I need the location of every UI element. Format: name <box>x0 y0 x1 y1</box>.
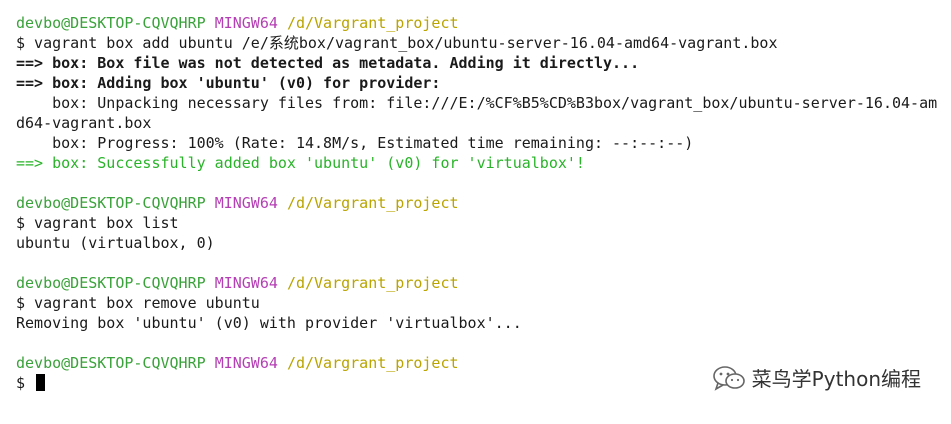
input-line[interactable]: $ <box>16 373 941 393</box>
prompt-app: MINGW64 <box>214 14 278 32</box>
prompt-user: devbo@DESKTOP-CQVQHRP <box>16 194 206 212</box>
prompt-line: devbo@DESKTOP-CQVQHRP MINGW64 /d/Vargran… <box>16 13 941 33</box>
prompt-user: devbo@DESKTOP-CQVQHRP <box>16 354 206 372</box>
terminal-output[interactable]: devbo@DESKTOP-CQVQHRP MINGW64 /d/Vargran… <box>16 13 941 393</box>
prompt-path: /d/Vargrant_project <box>286 354 459 372</box>
command-line: $ vagrant box add ubuntu /e/系统box/vagran… <box>16 34 778 52</box>
success-line: ==> box: Successfully added box 'ubuntu'… <box>16 154 585 172</box>
prompt-app: MINGW64 <box>214 274 278 292</box>
prompt-app: MINGW64 <box>214 354 278 372</box>
output-line: box: Progress: 100% (Rate: 14.8M/s, Esti… <box>16 134 694 152</box>
output-line: d64-vagrant.box <box>16 114 152 132</box>
watermark: 菜鸟学Python编程 <box>712 363 921 392</box>
command-line: $ vagrant box remove ubuntu <box>16 294 260 312</box>
prompt-line: devbo@DESKTOP-CQVQHRP MINGW64 /d/Vargran… <box>16 273 941 293</box>
watermark-text: 菜鸟学Python编程 <box>751 367 921 391</box>
output-line: box: Unpacking necessary files from: fil… <box>16 94 938 112</box>
output-line: Removing box 'ubuntu' (v0) with provider… <box>16 314 522 332</box>
prompt-user: devbo@DESKTOP-CQVQHRP <box>16 274 206 292</box>
command-line: $ vagrant box list <box>16 214 179 232</box>
prompt-user: devbo@DESKTOP-CQVQHRP <box>16 14 206 32</box>
prompt-app: MINGW64 <box>214 194 278 212</box>
prompt-path: /d/Vargrant_project <box>286 274 459 292</box>
prompt-line: devbo@DESKTOP-CQVQHRP MINGW64 /d/Vargran… <box>16 193 941 213</box>
prompt-path: /d/Vargrant_project <box>286 194 459 212</box>
prompt-path: /d/Vargrant_project <box>286 14 459 32</box>
prompt-line: devbo@DESKTOP-CQVQHRP MINGW64 /d/Vargran… <box>16 353 941 373</box>
text-cursor <box>36 374 46 391</box>
wechat-icon <box>712 364 746 392</box>
output-line: ==> box: Box file was not detected as me… <box>16 54 640 72</box>
prompt-symbol: $ <box>16 374 26 392</box>
output-line: ==> box: Adding box 'ubuntu' (v0) for pr… <box>16 74 441 92</box>
output-line: ubuntu (virtualbox, 0) <box>16 234 215 252</box>
